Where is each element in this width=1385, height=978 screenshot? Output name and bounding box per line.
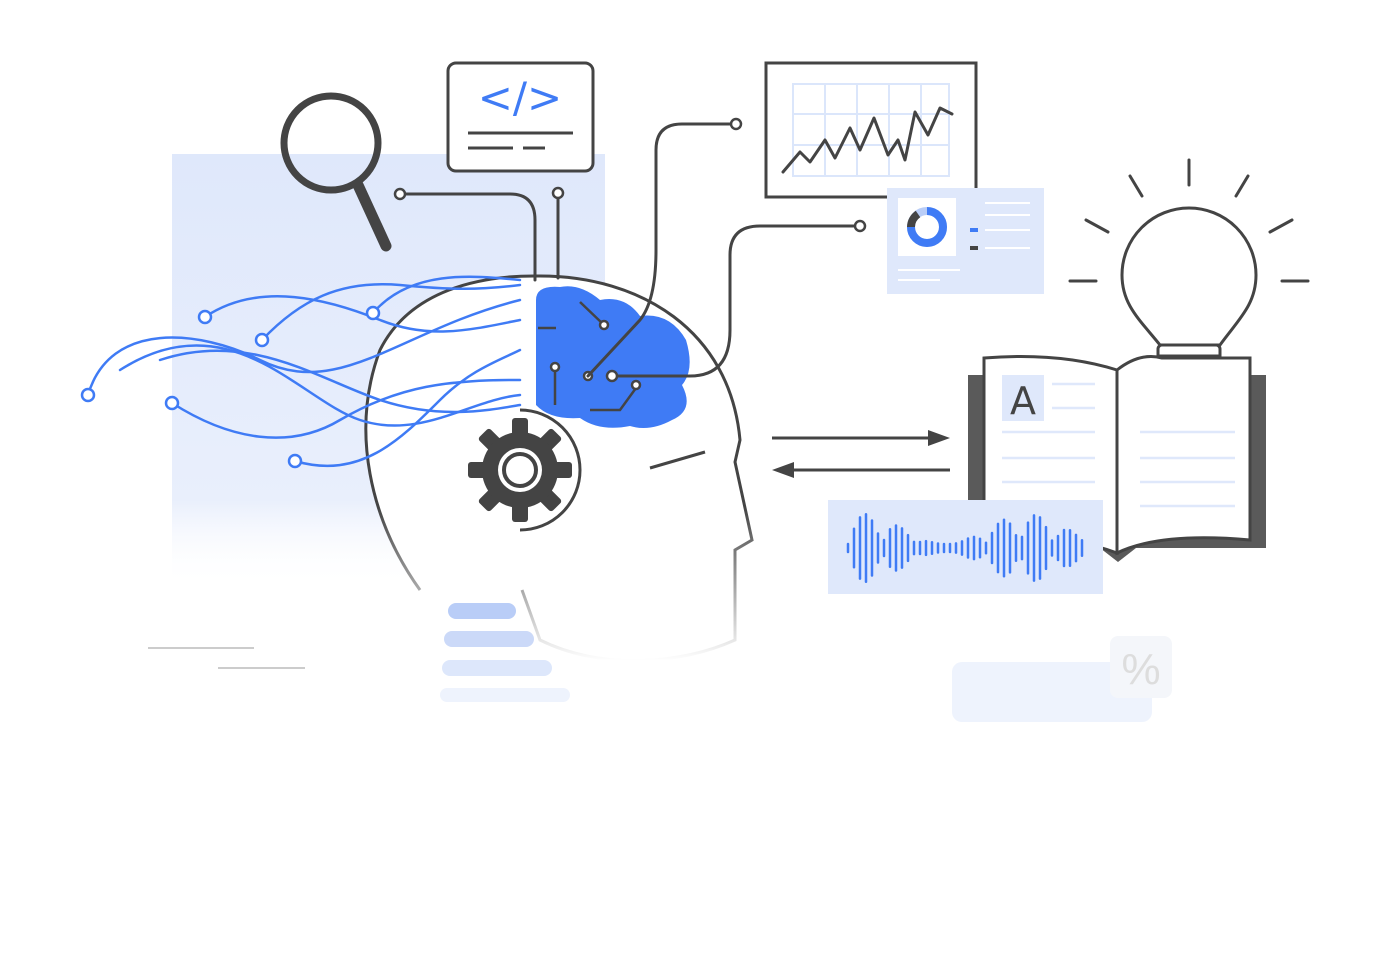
sound-wave-icon: [828, 500, 1103, 594]
brain-icon: [536, 286, 690, 428]
gear-icon: [468, 418, 572, 522]
code-icon: </>: [446, 61, 595, 173]
faint-lines: [148, 647, 305, 669]
percent-icon: %: [1110, 636, 1172, 698]
data-wires: [86, 275, 522, 467]
svg-text:%: %: [1121, 645, 1160, 694]
svg-text:</>: </>: [478, 73, 563, 122]
arrows-icon: [772, 430, 950, 478]
faint-bars: [440, 603, 570, 702]
magnifier-icon: [280, 92, 392, 252]
faint-card: [952, 662, 1152, 722]
line-chart-icon: [764, 61, 978, 199]
donut-chart-icon: [887, 188, 1044, 294]
connector-lines: [398, 122, 860, 378]
svg-text:A: A: [1010, 379, 1036, 423]
